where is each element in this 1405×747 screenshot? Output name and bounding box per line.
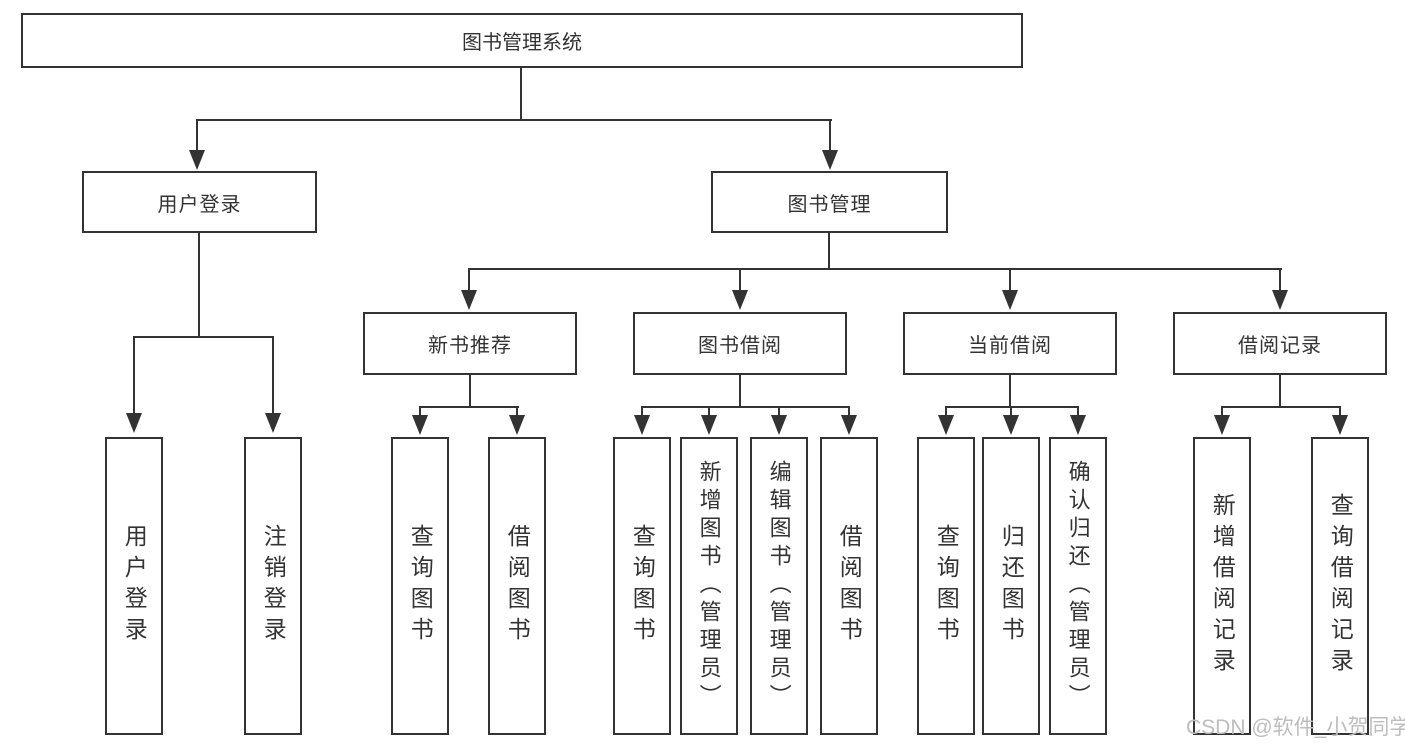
connector-drop <box>516 406 518 417</box>
connector-drop <box>419 406 421 417</box>
down-arrow-icon <box>509 415 525 435</box>
down-arrow-icon <box>461 290 477 310</box>
leaf-return-book: 归还图书 <box>982 437 1040 735</box>
leaf-query-books-3: 查询图书 <box>917 437 975 735</box>
down-arrow-icon <box>1272 290 1288 310</box>
leaf-confirm-return-admin: 确认归还（管理员） <box>1049 437 1107 735</box>
connector-current-bar <box>945 406 1079 408</box>
down-arrow-icon <box>189 150 205 170</box>
down-arrow-icon <box>412 415 428 435</box>
node-borrow-records: 借阅记录 <box>1173 312 1387 375</box>
leaf-label: 查询借阅记录 <box>1327 493 1354 679</box>
leaf-query-books-2: 查询图书 <box>613 437 671 735</box>
leaf-label: 新增借阅记录 <box>1209 493 1236 679</box>
connector-login-drop-2 <box>272 336 274 414</box>
connector-login-bar <box>133 336 274 338</box>
down-arrow-icon <box>265 413 281 433</box>
down-arrow-icon <box>732 290 748 310</box>
leaf-edit-book-admin: 编辑图书（管理员） <box>750 437 808 735</box>
connector-records-bar <box>1221 406 1341 408</box>
down-arrow-icon <box>1002 290 1018 310</box>
connector-current-stem <box>1009 375 1011 408</box>
connector-drop <box>1339 406 1341 417</box>
down-arrow-icon <box>634 415 650 435</box>
connector-l3-drop-1 <box>468 268 470 292</box>
leaf-label: 归还图书 <box>998 524 1025 648</box>
node-book-borrow: 图书借阅 <box>633 312 847 375</box>
down-arrow-icon <box>938 415 954 435</box>
leaf-label: 确认归还（管理员） <box>1065 460 1091 712</box>
connector-drop <box>1010 406 1012 417</box>
csdn-watermark: CSDN @软件_小贺同学 <box>1186 716 1405 739</box>
connector-login-stem <box>198 233 200 337</box>
connector-drop <box>945 406 947 417</box>
down-arrow-icon <box>822 150 838 170</box>
connector-drop <box>848 406 850 417</box>
connector-l3-drop-4 <box>1279 268 1281 292</box>
leaf-query-borrow-record: 查询借阅记录 <box>1311 437 1369 735</box>
connector-drop <box>708 406 710 417</box>
down-arrow-icon <box>1214 415 1230 435</box>
leaf-label: 借阅图书 <box>504 524 531 648</box>
leaf-label: 查询图书 <box>407 524 434 648</box>
node-current-borrow: 当前借阅 <box>903 312 1117 375</box>
connector-l3-bar <box>468 268 1282 270</box>
leaf-label: 注销登录 <box>260 524 287 648</box>
connector-borrow-stem <box>739 375 741 408</box>
connector-l3-drop-2 <box>739 268 741 292</box>
connector-root-stem <box>520 68 522 120</box>
connector-l2-stem-right <box>829 119 831 151</box>
leaf-logout: 注销登录 <box>244 437 302 735</box>
leaf-user-login: 用户登录 <box>105 437 163 735</box>
connector-recommend-bar <box>419 406 519 408</box>
connector-drop <box>1077 406 1079 417</box>
leaf-query-books-1: 查询图书 <box>391 437 449 735</box>
down-arrow-icon <box>1003 415 1019 435</box>
leaf-label: 借阅图书 <box>836 524 863 648</box>
leaf-label: 查询图书 <box>629 524 656 648</box>
connector-login-drop-1 <box>133 336 135 414</box>
leaf-borrow-books-1: 借阅图书 <box>488 437 546 735</box>
down-arrow-icon <box>1332 415 1348 435</box>
node-user-login: 用户登录 <box>82 171 317 233</box>
connector-l3-drop-3 <box>1009 268 1011 292</box>
leaf-borrow-books-2: 借阅图书 <box>820 437 878 735</box>
leaf-label: 新增图书（管理员） <box>696 460 722 712</box>
connector-borrow-bar <box>641 406 850 408</box>
down-arrow-icon <box>771 415 787 435</box>
connector-l2-stem-left <box>196 119 198 151</box>
down-arrow-icon <box>1070 415 1086 435</box>
down-arrow-icon <box>701 415 717 435</box>
down-arrow-icon <box>841 415 857 435</box>
connector-mgmt-stem <box>828 233 830 270</box>
connector-recommend-stem <box>469 375 471 408</box>
connector-l2-bar <box>196 119 832 121</box>
node-new-book-recommend: 新书推荐 <box>363 312 577 375</box>
connector-drop <box>778 406 780 417</box>
leaf-label: 用户登录 <box>121 524 148 648</box>
connector-drop <box>1221 406 1223 417</box>
node-system-root: 图书管理系统 <box>21 13 1023 68</box>
leaf-label: 查询图书 <box>933 524 960 648</box>
node-book-management: 图书管理 <box>711 171 948 233</box>
connector-records-stem <box>1279 375 1281 408</box>
down-arrow-icon <box>126 413 142 433</box>
leaf-label: 编辑图书（管理员） <box>766 460 792 712</box>
leaf-add-book-admin: 新增图书（管理员） <box>680 437 738 735</box>
leaf-add-borrow-record: 新增借阅记录 <box>1193 437 1251 735</box>
connector-drop <box>641 406 643 417</box>
